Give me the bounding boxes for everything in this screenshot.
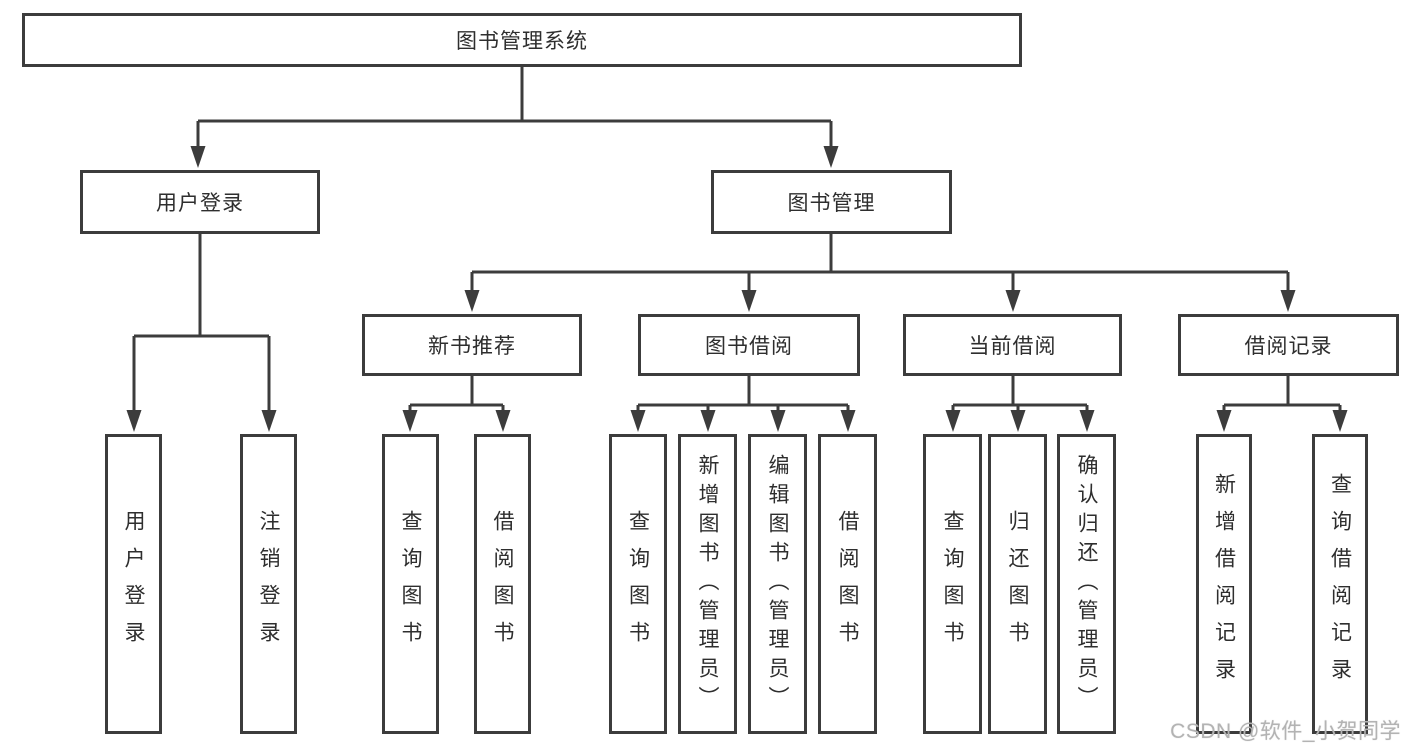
leaf-br-query-record: 查询借阅记录 xyxy=(1312,434,1368,734)
leaf-logout: 注销登录 xyxy=(240,434,297,734)
leaf-bb-edit-books-admin: 编辑图书（管理员） xyxy=(748,434,807,734)
node-label: 确认归还（管理员） xyxy=(1075,453,1098,715)
node-label: 借阅图书 xyxy=(836,510,859,658)
node-label: 用户登录 xyxy=(122,510,145,658)
node-label: 查询图书 xyxy=(941,510,964,658)
leaf-bb-query-books: 查询图书 xyxy=(609,434,667,734)
node-user-login: 用户登录 xyxy=(80,170,320,234)
node-label: 图书借阅 xyxy=(705,335,793,358)
node-label: 图书管理 xyxy=(787,192,876,215)
csdn-watermark: CSDN @软件_小贺同学 xyxy=(1170,720,1401,743)
leaf-cb-query-books: 查询图书 xyxy=(923,434,982,734)
leaf-user-login: 用户登录 xyxy=(105,434,162,734)
node-label: 归还图书 xyxy=(1006,510,1029,658)
leaf-cb-confirm-return-admin: 确认归还（管理员） xyxy=(1057,434,1116,734)
node-label: 查询借阅记录 xyxy=(1328,473,1352,695)
node-label: 借阅记录 xyxy=(1244,335,1333,358)
node-label: 新增图书（管理员） xyxy=(696,453,719,715)
node-label: 新增借阅记录 xyxy=(1212,473,1236,695)
leaf-nb-borrow-books: 借阅图书 xyxy=(474,434,531,734)
node-label: 新书推荐 xyxy=(428,335,516,358)
leaf-cb-return-books: 归还图书 xyxy=(988,434,1047,734)
node-label: 查询图书 xyxy=(399,510,422,658)
node-book-borrowing: 图书借阅 xyxy=(638,314,860,376)
node-borrowing-records: 借阅记录 xyxy=(1178,314,1399,376)
node-current-borrowing: 当前借阅 xyxy=(903,314,1122,376)
node-library-management-system: 图书管理系统 xyxy=(22,13,1022,67)
node-label: 图书管理系统 xyxy=(456,30,588,53)
node-label: 注销登录 xyxy=(257,510,280,658)
leaf-nb-query-books: 查询图书 xyxy=(382,434,439,734)
node-label: 用户登录 xyxy=(156,192,244,215)
leaf-bb-add-books-admin: 新增图书（管理员） xyxy=(678,434,737,734)
node-new-book-recommendation: 新书推荐 xyxy=(362,314,582,376)
node-label: 编辑图书（管理员） xyxy=(766,453,789,715)
node-label: 当前借阅 xyxy=(968,335,1057,358)
node-label: 查询图书 xyxy=(626,510,650,658)
node-label: 借阅图书 xyxy=(491,510,514,658)
leaf-br-add-record: 新增借阅记录 xyxy=(1196,434,1252,734)
leaf-bb-borrow-books: 借阅图书 xyxy=(818,434,877,734)
node-book-management: 图书管理 xyxy=(711,170,952,234)
